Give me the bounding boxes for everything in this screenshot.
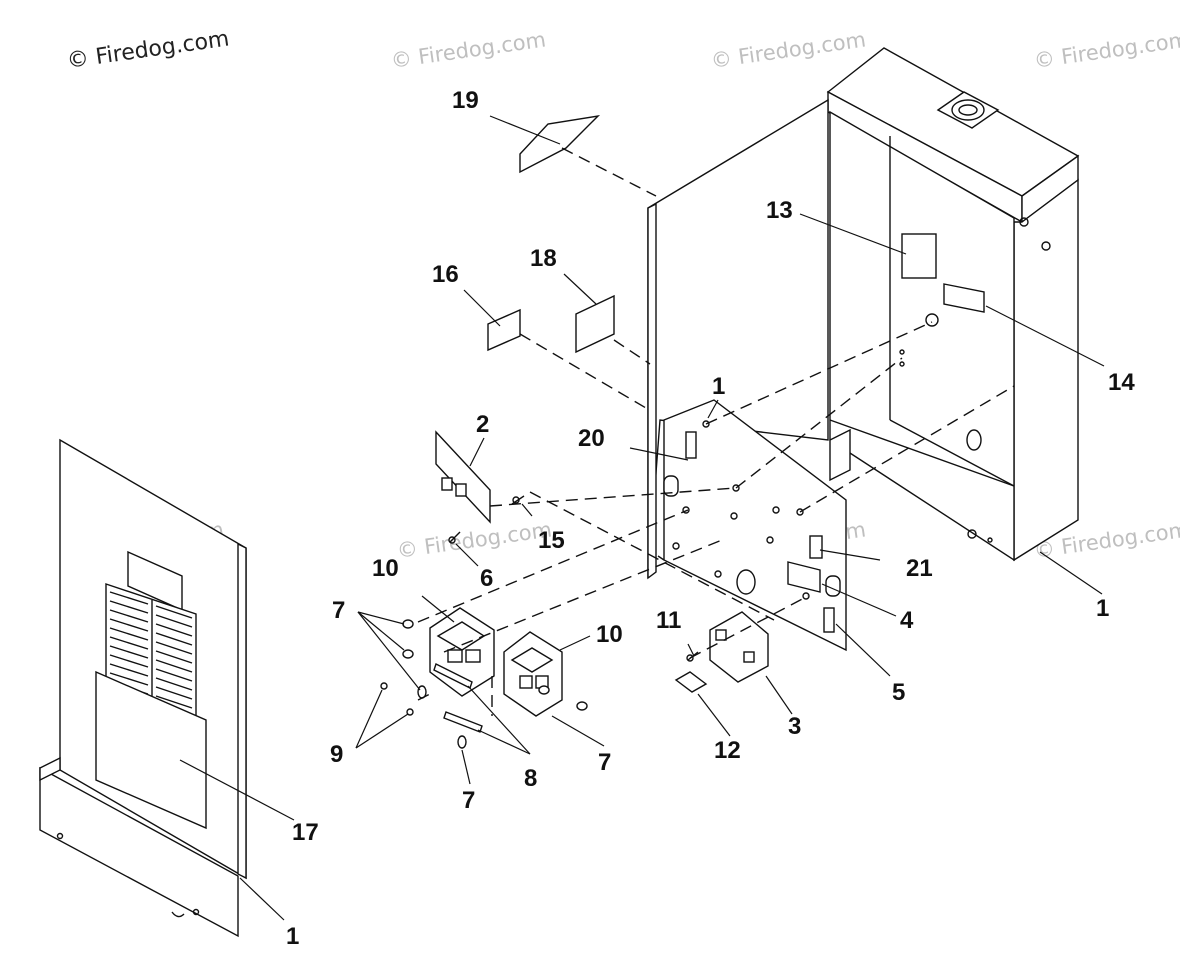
callout-8: 8	[524, 765, 537, 792]
callout-19: 19	[452, 87, 479, 114]
callout-1-cover: 1	[286, 923, 299, 950]
breaker-slat	[109, 591, 149, 605]
callout-6: 6	[480, 565, 493, 592]
callout-2: 2	[476, 411, 489, 438]
watermark-4: © Firedog.com	[1032, 27, 1180, 73]
breaker-slat	[109, 600, 149, 614]
circuit-board	[435, 430, 491, 524]
callout-10-left: 10	[372, 555, 399, 582]
callout-7-bottom: 7	[462, 787, 475, 814]
screws-9	[380, 682, 414, 716]
callout-16: 16	[432, 261, 459, 288]
callout-13: 13	[766, 197, 793, 224]
mounting-plate	[657, 399, 847, 652]
breaker-slat	[155, 614, 193, 628]
callout-9: 9	[330, 741, 343, 768]
callout-14: 14	[1108, 369, 1135, 396]
cover-label-17	[95, 670, 207, 830]
callout-7-right: 7	[598, 749, 611, 776]
breaker-slat	[155, 605, 193, 619]
breaker-slat	[155, 695, 193, 709]
breaker-slat	[109, 654, 149, 668]
callout-4: 4	[900, 607, 914, 634]
watermark-3: © Firedog.com	[709, 27, 867, 73]
callout-11: 11	[656, 607, 681, 634]
terminal-block	[709, 611, 769, 683]
callout-labels: 19 16 18 13 14 1 20 2 15 6 10 10 7 9 8 7…	[286, 87, 1135, 950]
callout-1-plate: 1	[712, 373, 725, 400]
callout-17: 17	[292, 819, 319, 846]
watermark-main: © Firedog.com	[65, 26, 231, 74]
enclosure-box	[826, 47, 1080, 562]
breaker-slat	[109, 672, 149, 686]
relay-right	[503, 631, 563, 717]
callout-3: 3	[788, 713, 801, 740]
breaker-slat	[155, 623, 193, 637]
callout-7-left: 7	[332, 597, 345, 624]
callout-18: 18	[530, 245, 557, 272]
dead-front-panel	[647, 98, 829, 580]
breaker-slat	[109, 663, 149, 677]
breaker-slat	[109, 627, 149, 641]
front-cover	[39, 438, 247, 938]
decal-18	[575, 294, 615, 354]
assembly-lines	[417, 147, 1015, 716]
fuse-12	[674, 671, 708, 693]
breaker-slat	[109, 609, 149, 623]
breaker-slat	[109, 636, 149, 650]
callout-20: 20	[578, 425, 605, 452]
breaker-slat	[155, 677, 193, 691]
screw-15	[511, 495, 525, 505]
breaker-slat	[155, 632, 193, 646]
callout-5: 5	[892, 679, 905, 706]
leader-lines	[179, 115, 1105, 921]
breaker-slat	[109, 645, 149, 659]
callout-15: 15	[538, 527, 565, 554]
breaker-slat	[109, 618, 149, 632]
watermark-2: © Firedog.com	[389, 27, 547, 73]
callout-10-right: 10	[596, 621, 623, 648]
callout-12: 12	[714, 737, 741, 764]
breaker-slat	[155, 641, 193, 655]
breaker-slat	[155, 686, 193, 700]
callout-21: 21	[906, 555, 933, 582]
decal-16	[487, 308, 521, 352]
lugs-7	[402, 619, 588, 749]
watermark-6: © Firedog.com	[395, 517, 553, 563]
breaker-slat	[155, 668, 193, 682]
breaker-slat	[155, 659, 193, 673]
breaker-slat	[155, 650, 193, 664]
callout-1-box: 1	[1096, 595, 1109, 622]
screw-6	[448, 531, 461, 544]
